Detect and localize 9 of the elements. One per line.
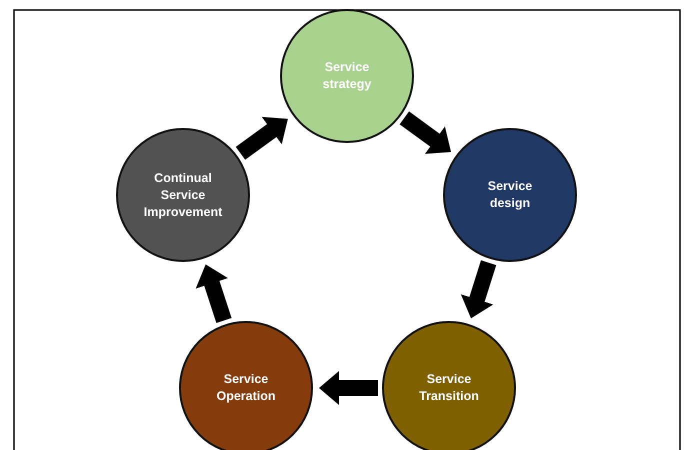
stage-label: Service design: [486, 178, 534, 212]
stage-label: Service Transition: [418, 371, 480, 405]
stage-label: Service strategy: [322, 59, 372, 93]
stage-label: Service Operation: [215, 371, 277, 405]
block-arrow: [400, 111, 452, 154]
block-arrow: [319, 371, 378, 405]
block-arrow: [236, 116, 288, 160]
stage-label: Continual Service Improvement: [142, 170, 224, 220]
block-arrow: [460, 260, 496, 318]
